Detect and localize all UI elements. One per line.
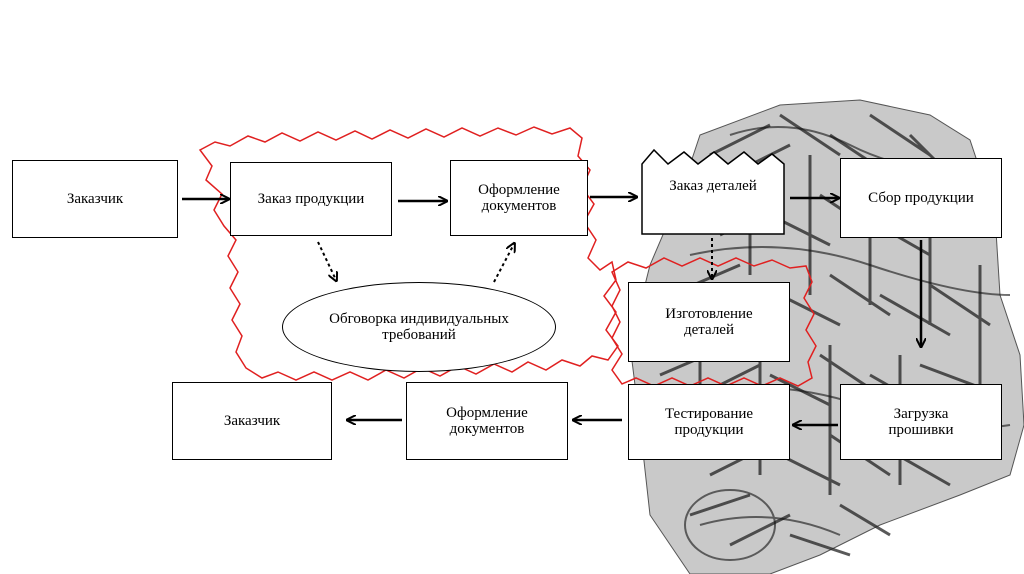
dashed-arrow-order-to-negotiation [317,241,336,280]
negotiation-ellipse: Обговорка индивидуальных требований [282,282,556,372]
dashed-arrow-negotiation-to-docs [493,244,514,283]
assembly-label: Сбор продукции [868,190,974,206]
testing-label: Тестирование продукции [664,406,754,438]
docs-top-box: Оформление документов [450,160,588,236]
firmware-box: Загрузка прошивки [840,384,1002,460]
manufacture-parts-label: Изготовление деталей [665,306,753,338]
testing-box: Тестирование продукции [628,384,790,460]
customer-start-label: Заказчик [66,191,124,207]
customer-end-label: Заказчик [223,413,281,429]
docs-bottom-label: Оформление документов [446,405,528,437]
order-parts-box: Заказ деталей [640,148,786,236]
docs-top-label: Оформление документов [478,182,560,214]
order-parts-label: Заказ деталей [669,178,757,194]
docs-bottom-box: Оформление документов [406,382,568,460]
highlight-outline-right [611,257,817,387]
customer-end-box: Заказчик [172,382,332,460]
firmware-label: Загрузка прошивки [888,406,954,438]
manufacture-parts-box: Изготовление деталей [628,282,790,362]
order-products-label: Заказ продукции [257,191,365,207]
negotiation-label: Обговорка индивидуальных требований [329,311,509,343]
order-products-box: Заказ продукции [230,162,392,236]
customer-start-box: Заказчик [12,160,178,238]
highlight-outline-left [198,126,619,381]
assembly-box: Сбор продукции [840,158,1002,238]
